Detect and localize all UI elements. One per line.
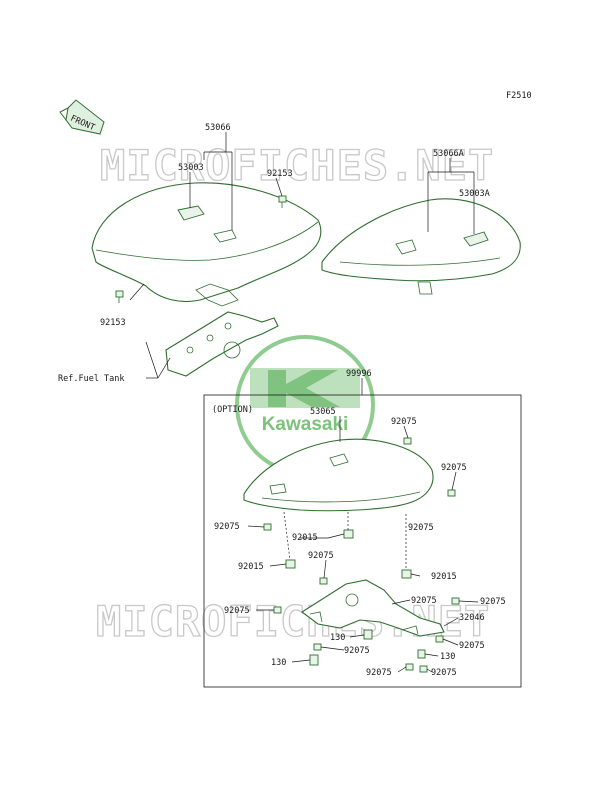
- bolt-92075-c-icon: [263, 523, 272, 531]
- bolt-92075-g-icon: [451, 597, 460, 605]
- callout-92075-f: 92075: [411, 596, 437, 606]
- callout-92015-c: 92015: [431, 572, 457, 582]
- callout-92075-g: 92075: [480, 597, 506, 607]
- grommet-92015-c-icon: [401, 569, 412, 579]
- callout-92075-l: 92075: [431, 668, 457, 678]
- bolt-92075-i-icon: [313, 643, 322, 651]
- bolt-92075-b-icon: [447, 489, 456, 497]
- callout-92075-c: 92075: [214, 522, 240, 532]
- collar-130-b-icon: [309, 654, 319, 666]
- callout-92075-k: 92075: [366, 668, 392, 678]
- seat-bracket-option: [301, 579, 445, 637]
- callout-53003a: 53003A: [459, 189, 490, 199]
- option-box: [203, 394, 522, 688]
- callout-53065: 53065: [310, 407, 336, 417]
- grommet-92015-b-icon: [285, 559, 296, 569]
- callout-130-a: 130: [330, 633, 345, 643]
- callout-53066: 53066: [205, 123, 231, 133]
- kawasaki-logo-text: Kawasaki: [262, 414, 349, 435]
- callout-92075-d: 92075: [408, 523, 434, 533]
- grommet-92015-a-icon: [343, 529, 354, 539]
- callout-92075-a: 92075: [391, 417, 417, 427]
- bolt-92075-a-icon: [403, 437, 412, 445]
- option-label: (OPTION): [212, 405, 253, 415]
- rider-seat: [91, 182, 322, 307]
- bolt-92075-l-icon: [419, 665, 428, 673]
- bolt-92075-f-icon: [319, 577, 328, 585]
- bolt-92075-h-icon: [273, 606, 282, 614]
- callouts: 53066 53003 92153 92153 Ref.Fuel Tank 53…: [58, 123, 506, 678]
- passenger-seat: [321, 198, 521, 295]
- callout-92015-b: 92015: [238, 562, 264, 572]
- bolt-92075-k-icon: [405, 663, 414, 671]
- callout-92153-top: 92153: [267, 169, 293, 179]
- callout-92075-b: 92075: [441, 463, 467, 473]
- front-arrow-icon: FRONT: [59, 99, 105, 135]
- callout-92075-i: 92075: [344, 646, 370, 656]
- seat-cover-option: [243, 438, 434, 512]
- bolt-92075-j-icon: [435, 635, 444, 643]
- callout-ref-fuel-tank: Ref.Fuel Tank: [58, 374, 125, 384]
- bolt-92153-left-icon: [115, 290, 124, 303]
- callout-130-c: 130: [440, 652, 455, 662]
- callout-92075-h: 92075: [224, 606, 250, 616]
- collar-130-c-icon: [417, 649, 426, 659]
- seat-bracket-left: [165, 311, 279, 377]
- kawasaki-logo: Kawasaki: [235, 335, 375, 475]
- callout-53066a: 53066A: [433, 149, 464, 159]
- callout-92075-j: 92075: [459, 641, 485, 651]
- figure-code: F2510: [506, 91, 532, 101]
- leader-lines: [129, 132, 479, 673]
- callout-92015-a: 92015: [292, 533, 318, 543]
- collar-130-a-icon: [363, 629, 373, 640]
- callout-32046: 32046: [459, 613, 485, 623]
- callout-99996: 99996: [346, 369, 372, 379]
- callout-130-b: 130: [271, 658, 286, 668]
- callout-92075-e: 92075: [308, 551, 334, 561]
- callout-92153-left: 92153: [100, 318, 126, 328]
- callout-53003: 53003: [178, 163, 204, 173]
- bolt-92153-top-icon: [278, 195, 287, 208]
